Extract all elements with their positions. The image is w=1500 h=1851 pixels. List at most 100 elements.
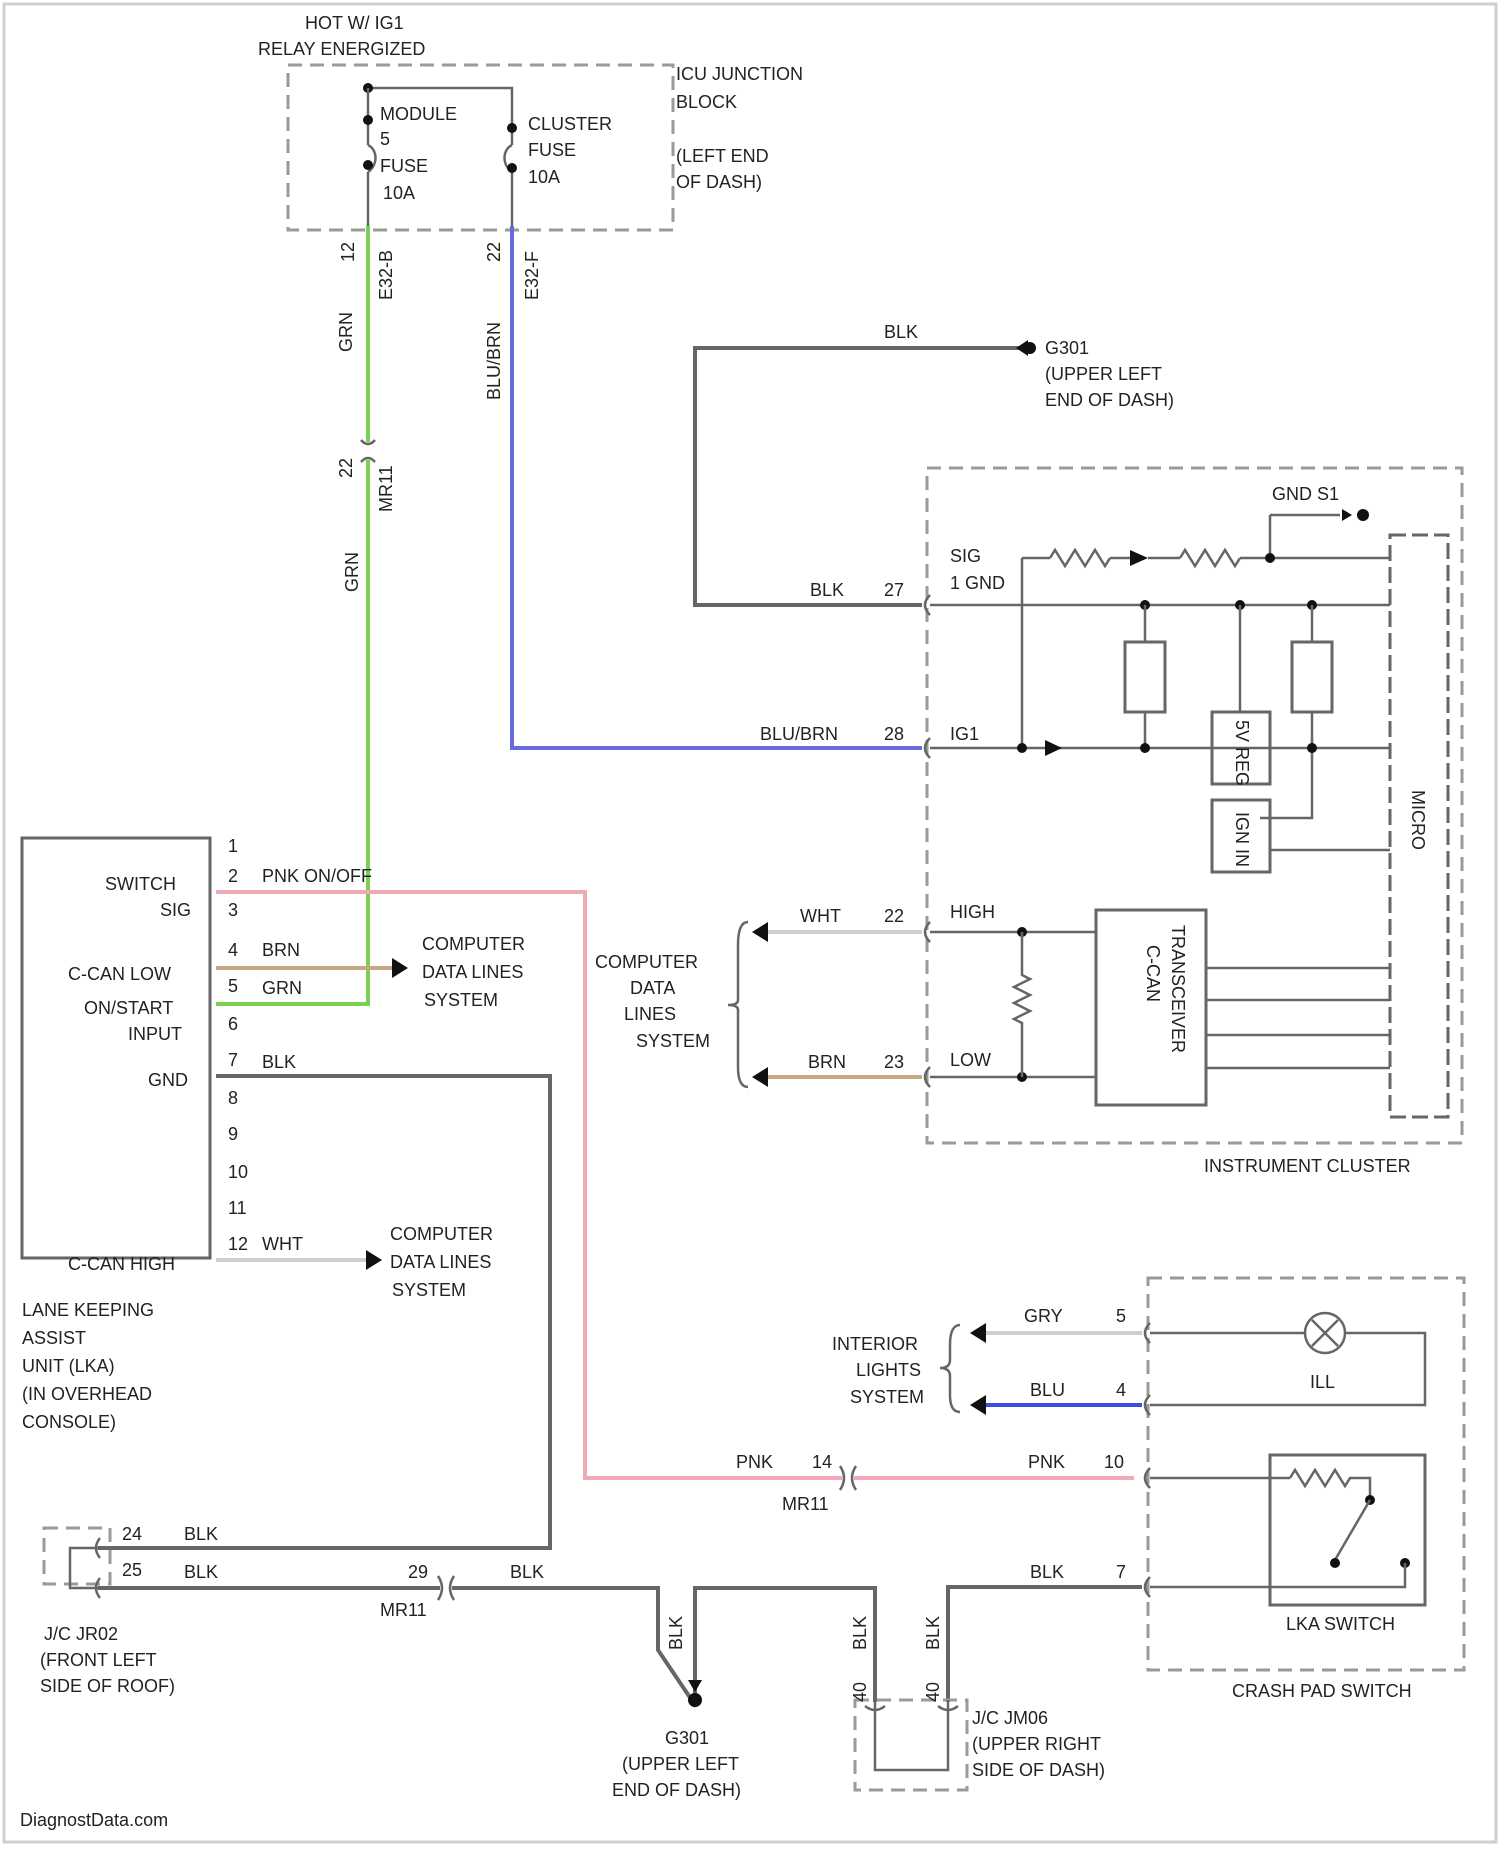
lka-pin-10: 10 xyxy=(228,1162,248,1182)
blu-brn-wire-label: BLU/BRN xyxy=(484,322,504,400)
can-low-label: LOW xyxy=(950,1050,991,1070)
wht-cluster-label: WHT xyxy=(800,906,841,926)
lka-ccan-low: C-CAN LOW xyxy=(68,964,171,984)
regulator-label: 5V REG xyxy=(1232,720,1252,786)
ill-circuit xyxy=(1150,1333,1425,1405)
fuse1-dot-top xyxy=(363,115,373,125)
instrument-cluster: INSTRUMENT CLUSTER GND S1 SIG 1 GND IG1 … xyxy=(927,468,1462,1176)
blu-pin: 4 xyxy=(1116,1380,1126,1400)
grn-wire-label: GRN xyxy=(336,312,356,352)
hot-label-1: HOT W/ IG1 xyxy=(305,13,404,33)
interior-label-1: INTERIOR xyxy=(832,1334,918,1354)
blu-label: BLU xyxy=(1030,1380,1065,1400)
ground-top-2: (UPPER LEFT xyxy=(1045,364,1162,384)
cluster-pin-27: 27 xyxy=(884,580,904,600)
resistor-2 xyxy=(1180,550,1240,566)
fuse1-label-2: 5 xyxy=(380,129,390,149)
lka-pin-1: 1 xyxy=(228,836,238,856)
g301-label-3: END OF DASH) xyxy=(612,1780,741,1800)
resistor-1 xyxy=(1050,550,1110,566)
cluster-pin-28: 28 xyxy=(884,724,904,744)
fuse1-pin: 12 xyxy=(338,242,358,262)
fuse2-label-1: CLUSTER xyxy=(528,114,612,134)
fuse1-label-1: MODULE xyxy=(380,104,457,124)
blu-brn-cluster-label: BLU/BRN xyxy=(760,724,838,744)
lka-pin-7: 7 xyxy=(228,1050,238,1070)
brn-lka-label: BRN xyxy=(262,940,300,960)
ground-point-top xyxy=(1024,342,1036,354)
pin-14: 14 xyxy=(812,1452,832,1472)
lka-pin-4: 4 xyxy=(228,940,238,960)
ill-lamp-filament xyxy=(1312,1320,1338,1346)
blk-bottom-wire-3 xyxy=(695,1588,875,1705)
blk-bottom-2: BLK xyxy=(184,1562,218,1582)
mr11-connector-blk xyxy=(438,1576,454,1600)
crash-pad-title: CRASH PAD SWITCH xyxy=(1232,1681,1412,1701)
fuse2-connector: E32-F xyxy=(522,251,542,300)
fuse2-dot-bottom xyxy=(507,163,517,173)
ig1-label: IG1 xyxy=(950,724,979,744)
wht-arrow xyxy=(752,922,768,942)
lka-switch-sig-2: SIG xyxy=(160,900,191,920)
cds-mid-2: DATA xyxy=(630,978,675,998)
gry-pin: 5 xyxy=(1116,1306,1126,1326)
sig-gnd-1: SIG xyxy=(950,546,981,566)
cds-low-1: COMPUTER xyxy=(390,1224,493,1244)
blu-brn-wire: BLU/BRN BLU/BRN 28 xyxy=(484,228,920,748)
lka-pin-12: 12 xyxy=(228,1234,248,1254)
lka-unit: SWITCH SIG C-CAN LOW ON/START INPUT GND … xyxy=(22,836,248,1432)
wht-lka-arrow xyxy=(366,1250,382,1270)
lka-title-1: LANE KEEPING xyxy=(22,1300,154,1320)
grn-wire: GRN 22 MR11 GRN xyxy=(218,228,396,1004)
mr11-connector-pnk xyxy=(840,1466,856,1490)
lka-title-4: (IN OVERHEAD xyxy=(22,1384,152,1404)
switch-pin-10: 10 xyxy=(1104,1452,1124,1472)
lka-pin-3: 3 xyxy=(228,900,238,920)
jc-jm06-bridge xyxy=(875,1700,948,1770)
lka-onstart-2: INPUT xyxy=(128,1024,182,1044)
brn-cluster-label: BRN xyxy=(808,1052,846,1072)
blk-top-wire-path xyxy=(695,348,1020,605)
transceiver-box xyxy=(1096,910,1206,1105)
ig1-dot-1 xyxy=(1017,743,1027,753)
lka-title-5: CONSOLE) xyxy=(22,1412,116,1432)
lka-pin-2: 2 xyxy=(228,866,238,886)
mr11-blk-label: MR11 xyxy=(380,1600,427,1620)
grn-lka-label: GRN xyxy=(262,978,302,998)
cds-mid-brace xyxy=(728,922,748,1087)
sig-gnd-2: 1 GND xyxy=(950,573,1005,593)
lka-title-2: ASSIST xyxy=(22,1328,86,1348)
grn-splice-connector xyxy=(361,440,375,462)
pnk-right-label: PNK xyxy=(1028,1452,1065,1472)
interior-label-2: LIGHTS xyxy=(856,1360,921,1380)
blk-v3: BLK xyxy=(923,1616,943,1650)
brn-lka-arrow xyxy=(392,958,408,978)
cluster-ground-arrow xyxy=(1342,509,1352,521)
g301-label-2: (UPPER LEFT xyxy=(622,1754,739,1774)
cluster-gnd-label: GND S1 xyxy=(1272,484,1339,504)
pin-40b: 40 xyxy=(923,1682,943,1702)
interior-label-3: SYSTEM xyxy=(850,1387,924,1407)
transceiver-label-2: TRANSCEIVER xyxy=(1168,925,1188,1053)
blk-cluster-label: BLK xyxy=(810,580,844,600)
cds-left-3: SYSTEM xyxy=(424,990,498,1010)
switch-blade xyxy=(1335,1500,1370,1560)
cluster-can-wires: WHT 22 BRN 23 COMPUTER DATA LINES SYSTEM xyxy=(595,906,920,1087)
blk-lka-gnd-wire xyxy=(100,1076,550,1548)
cds-low-2: DATA LINES xyxy=(390,1252,491,1272)
blk-v1: BLK xyxy=(666,1616,686,1650)
cluster-pin-23: 23 xyxy=(884,1052,904,1072)
lka-pin-11: 11 xyxy=(228,1198,247,1218)
watermark: DiagnostData.com xyxy=(20,1810,168,1830)
pin-29: 29 xyxy=(408,1562,428,1582)
pnk-wire-left xyxy=(218,892,840,1478)
lka-title-3: UNIT (LKA) xyxy=(22,1356,115,1376)
wht-lka-label: WHT xyxy=(262,1234,303,1254)
res-a xyxy=(1125,642,1165,712)
gry-label: GRY xyxy=(1024,1306,1063,1326)
blu-brn-wire-path xyxy=(512,228,920,748)
blk-bottom-wire-4 xyxy=(948,1587,1140,1700)
blk-bottom-3: BLK xyxy=(510,1562,544,1582)
lka-switch-box xyxy=(1270,1455,1425,1605)
